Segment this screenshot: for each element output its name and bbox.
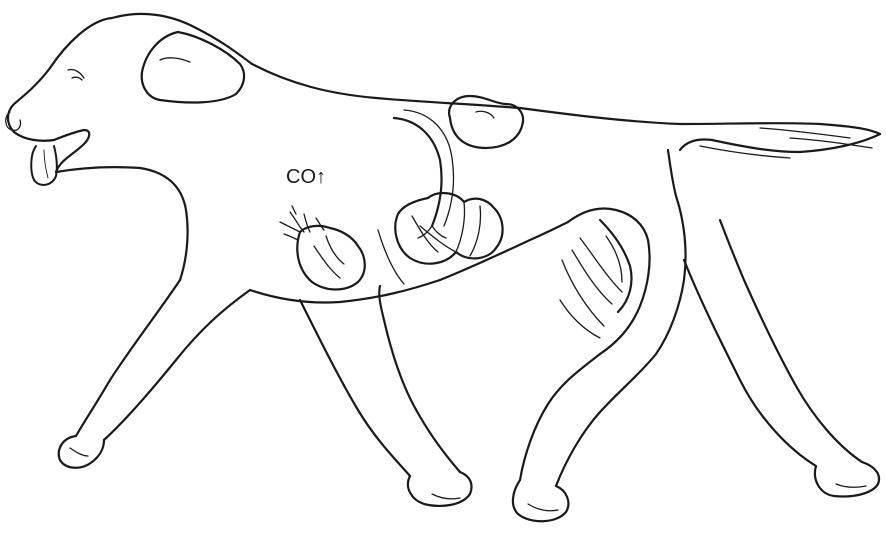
dog-hind-legs — [513, 150, 879, 521]
liver-organ — [395, 193, 502, 264]
dog-front-legs — [59, 280, 472, 506]
heart-organ — [297, 226, 364, 290]
dog-body-outline — [140, 64, 880, 303]
cardiac-output-label: CO↑ — [286, 166, 326, 189]
dog-head — [6, 14, 252, 185]
